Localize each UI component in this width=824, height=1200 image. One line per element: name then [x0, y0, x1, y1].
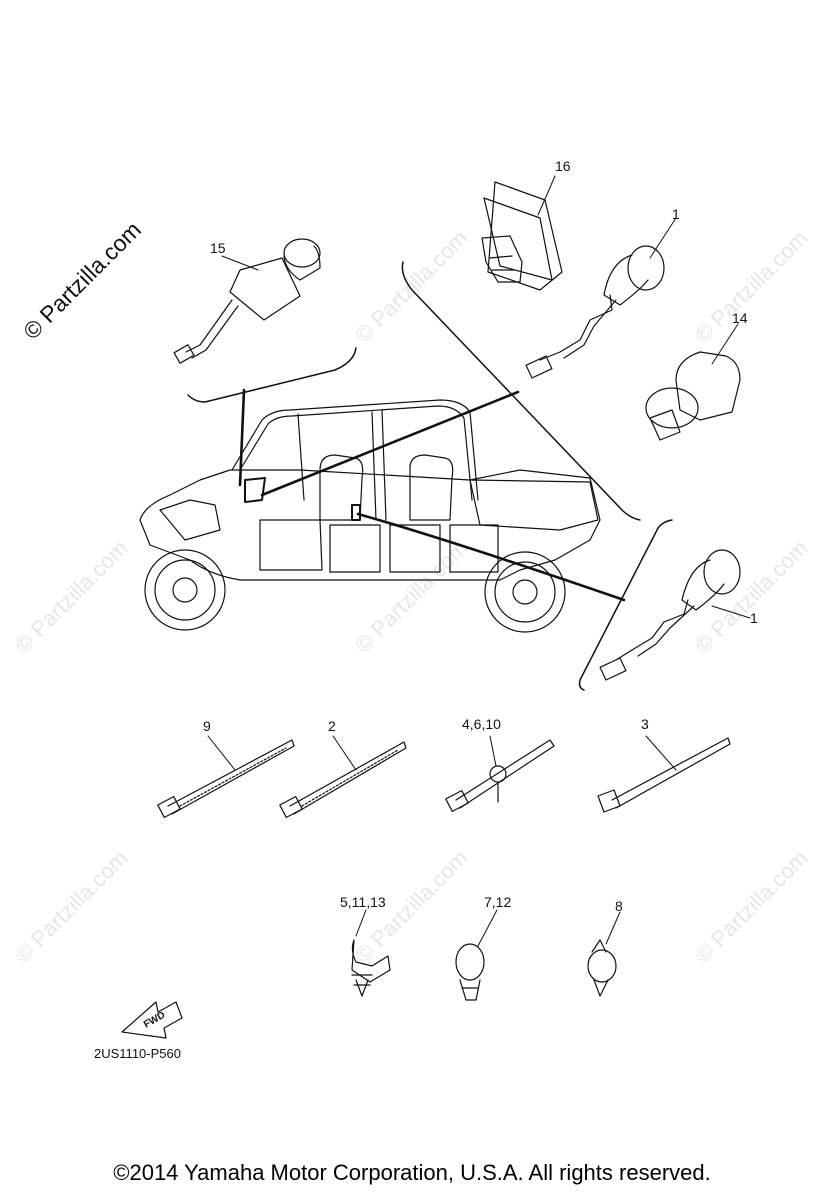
part-1-socket-top: [525, 217, 677, 379]
fwd-arrow-icon: [121, 1001, 183, 1039]
clip-5-11-13: [351, 909, 391, 997]
callout-5-11-13: 5,11,13: [340, 894, 386, 910]
callout-15: 15: [210, 240, 226, 256]
part-1-socket-bottom: [599, 549, 751, 681]
callout-7-12: 7,12: [484, 894, 512, 910]
callout-16: 16: [555, 158, 571, 174]
callout-8: 8: [615, 898, 623, 914]
copyright-notice: ©2014 Yamaha Motor Corporation, U.S.A. A…: [113, 1160, 711, 1185]
clip-7-12: [455, 909, 498, 1001]
diagram-code: 2US1110-P560: [94, 1046, 181, 1061]
part-15-knob-connector: [173, 238, 321, 364]
cable-tie-4-6-10: [445, 735, 555, 813]
clip-8: [587, 911, 621, 997]
callout-9: 9: [203, 718, 211, 734]
leader-lines: [187, 261, 673, 691]
callout-1-top: 1: [672, 206, 680, 222]
vehicle-illustration: [139, 399, 601, 633]
fwd-label: FWD: [142, 1010, 167, 1031]
cable-tie-2: [279, 735, 407, 819]
cable-tie-9: [157, 735, 295, 819]
callout-3: 3: [641, 716, 649, 732]
callout-1-bottom: 1: [750, 610, 758, 626]
callout-14: 14: [732, 310, 748, 326]
part-14-switch: [645, 323, 741, 441]
cable-tie-3: [597, 735, 731, 813]
callout-2: 2: [328, 718, 336, 734]
callout-4-6-10: 4,6,10: [462, 716, 501, 732]
part-16-switch-panel: [481, 175, 563, 291]
